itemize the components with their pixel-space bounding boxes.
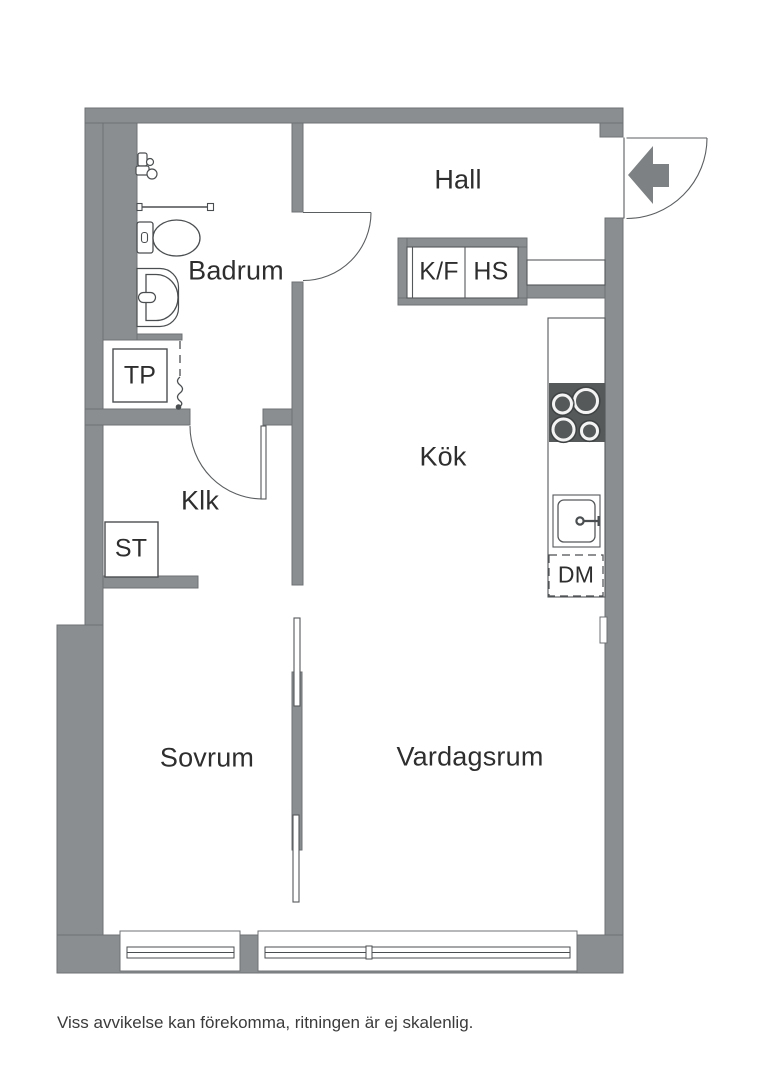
window-vardagsrum-mullion bbox=[365, 945, 373, 960]
wall-notch bbox=[599, 616, 608, 644]
closet-label-tp: TP bbox=[123, 361, 157, 390]
kitchen-counter bbox=[547, 317, 606, 598]
entrance-door bbox=[623, 137, 708, 220]
tp-closet-box bbox=[112, 348, 168, 403]
counter-outline bbox=[547, 317, 606, 598]
sink-icon bbox=[136, 267, 180, 328]
st-closet-box bbox=[104, 521, 159, 578]
curtain-rod-icon bbox=[136, 202, 215, 212]
badrum-door bbox=[302, 211, 372, 282]
stove-burner-rings bbox=[549, 386, 601, 444]
windows bbox=[119, 930, 578, 972]
wall-top bbox=[84, 107, 624, 124]
klk-door-swing bbox=[189, 425, 264, 500]
wall-hall-badrum-lower bbox=[291, 281, 304, 586]
klk-door bbox=[189, 425, 267, 500]
wall-st-bottom bbox=[102, 575, 199, 589]
sliding-door-panel-upper bbox=[293, 617, 301, 707]
hall-closets bbox=[406, 246, 606, 299]
wall-klk-top bbox=[84, 408, 191, 426]
room-label-vardagsrum: Vardagsrum bbox=[396, 741, 544, 772]
kitchen-sink-icon bbox=[552, 494, 601, 548]
room-label-hall: Hall bbox=[434, 164, 482, 195]
wall-klk-top-stub bbox=[262, 408, 293, 426]
wall-hall-kok-band bbox=[526, 284, 606, 299]
sliding-doors bbox=[292, 617, 301, 903]
closet-label-st: ST bbox=[114, 534, 148, 563]
wall-bottomright-block bbox=[576, 934, 624, 974]
dishwasher-dashed-box bbox=[548, 554, 604, 597]
closet-label-hs: HS bbox=[473, 257, 509, 286]
kf-hs-closet-interior bbox=[406, 246, 519, 299]
shower-mixer-icon bbox=[135, 152, 158, 180]
room-label-sovrum: Sovrum bbox=[159, 742, 255, 773]
wall-kf-left bbox=[397, 237, 408, 306]
tp-dashed-opening bbox=[175, 341, 184, 410]
room-label-klk: Klk bbox=[180, 485, 220, 516]
wall-right bbox=[604, 217, 624, 936]
wall-right-top-stub bbox=[599, 122, 624, 138]
closet-label-kf: K/F bbox=[419, 257, 459, 286]
disclaimer-text: Viss avvikelse kan förekomma, ritningen … bbox=[57, 1013, 474, 1032]
appliance-label-dm: DM bbox=[557, 561, 595, 588]
room-label-kok: Kök bbox=[419, 441, 467, 472]
wall-left-upper bbox=[84, 122, 104, 626]
klk-door-leaf bbox=[260, 425, 267, 500]
wall-badrum-bottom-bar bbox=[136, 333, 183, 341]
room-label-badrum: Badrum bbox=[188, 255, 284, 286]
wall-kf-top bbox=[397, 237, 528, 248]
wall-hall-badrum-upper bbox=[291, 122, 304, 213]
wall-kf-right bbox=[517, 246, 528, 299]
toilet-icon bbox=[136, 219, 201, 257]
wall-kf-bottom bbox=[397, 297, 528, 306]
entrance-door-swing bbox=[626, 137, 708, 220]
hat-rack bbox=[526, 259, 606, 286]
sliding-door-panel-lower bbox=[292, 814, 300, 903]
wall-left-lower bbox=[56, 624, 104, 974]
badrum-door-swing bbox=[302, 212, 372, 282]
entrance-arrow-icon bbox=[628, 146, 669, 204]
